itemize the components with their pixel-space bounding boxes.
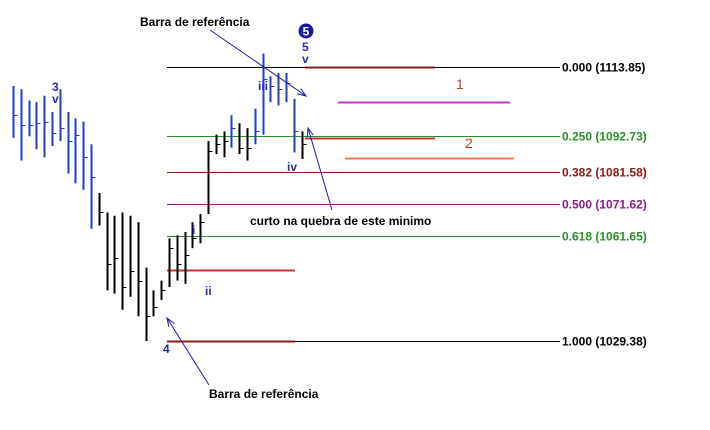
wave-5-circle	[298, 23, 314, 39]
wave-label-iii: iii	[258, 79, 268, 93]
price-bar	[285, 73, 291, 103]
price-bar	[176, 235, 182, 281]
price-bar	[254, 108, 260, 145]
price-bar	[152, 290, 158, 317]
price-bar	[277, 73, 283, 106]
price-bar	[12, 85, 18, 138]
price-bar	[137, 222, 143, 317]
top-reference-arrow	[209, 29, 308, 97]
price-bar	[98, 193, 104, 226]
price-bar	[199, 214, 205, 244]
short-entry-arrow	[306, 126, 333, 211]
price-bar	[207, 141, 213, 215]
wave-label-4: 4	[163, 342, 170, 356]
price-bar	[246, 128, 252, 161]
annotation-arrows	[166, 29, 333, 386]
top-reference-note: Barra de referência	[140, 15, 250, 29]
fibonacci-levels: 0.000 (1113.85) 0.250 (1092.73) 0.382 (108…	[167, 61, 647, 349]
bottom-reference-arrow	[166, 316, 210, 386]
price-bar	[293, 98, 299, 153]
price-bar	[121, 212, 127, 310]
price-bar	[67, 111, 73, 174]
short-entry-note: curto na quebra de este minimo	[250, 214, 431, 228]
wave-mark-5: v	[302, 52, 309, 66]
price-bar	[145, 267, 151, 341]
price-bar	[59, 89, 65, 142]
wave-mark-3: v	[52, 92, 59, 106]
price-bar	[215, 134, 221, 155]
fib-label-1.000: 1.000 (1029.38)	[562, 335, 647, 349]
wave-label-ii: ii	[205, 284, 212, 298]
price-bar	[184, 231, 190, 284]
fib-label-0.500: 0.500 (1071.62)	[562, 198, 647, 212]
fib-label-0.618: 0.618 (1061.65)	[562, 230, 647, 244]
wave-5-circle-label: 5	[303, 25, 310, 39]
price-bar	[230, 115, 236, 148]
price-bar	[262, 53, 268, 135]
target-zones: 12	[167, 66, 514, 343]
fib-label-0.000: 0.000 (1113.85)	[562, 61, 645, 75]
price-bar	[51, 111, 57, 146]
price-bar	[20, 89, 26, 161]
price-bar	[223, 131, 229, 158]
price-bar	[90, 144, 96, 229]
price-bar	[35, 102, 41, 150]
zone-label-2: 2	[465, 135, 473, 151]
price-bar	[28, 100, 34, 137]
price-bar	[129, 215, 135, 297]
fib-label-0.250: 0.250 (1092.73)	[562, 130, 647, 144]
price-bar	[301, 131, 307, 159]
price-bar	[168, 238, 174, 288]
price-bar	[113, 215, 119, 294]
wave-label-i: i	[192, 223, 195, 237]
price-bar	[160, 280, 166, 301]
annotations: Barra de referência Barra de referência …	[140, 15, 431, 401]
price-bar	[269, 76, 275, 103]
price-bar	[74, 118, 80, 184]
wave-label-3: 3	[52, 80, 59, 94]
price-bar	[43, 95, 49, 158]
price-bar	[82, 121, 88, 190]
price-bar	[106, 212, 112, 291]
zone-label-1: 1	[456, 76, 464, 92]
fib-label-0.382: 0.382 (1081.58)	[562, 166, 647, 180]
bottom-reference-note: Barra de referência	[209, 387, 319, 401]
price-bar	[191, 222, 197, 249]
wave-label-5: 5	[302, 40, 309, 54]
wave-label-iv: iv	[287, 160, 297, 174]
price-bar	[238, 123, 244, 155]
